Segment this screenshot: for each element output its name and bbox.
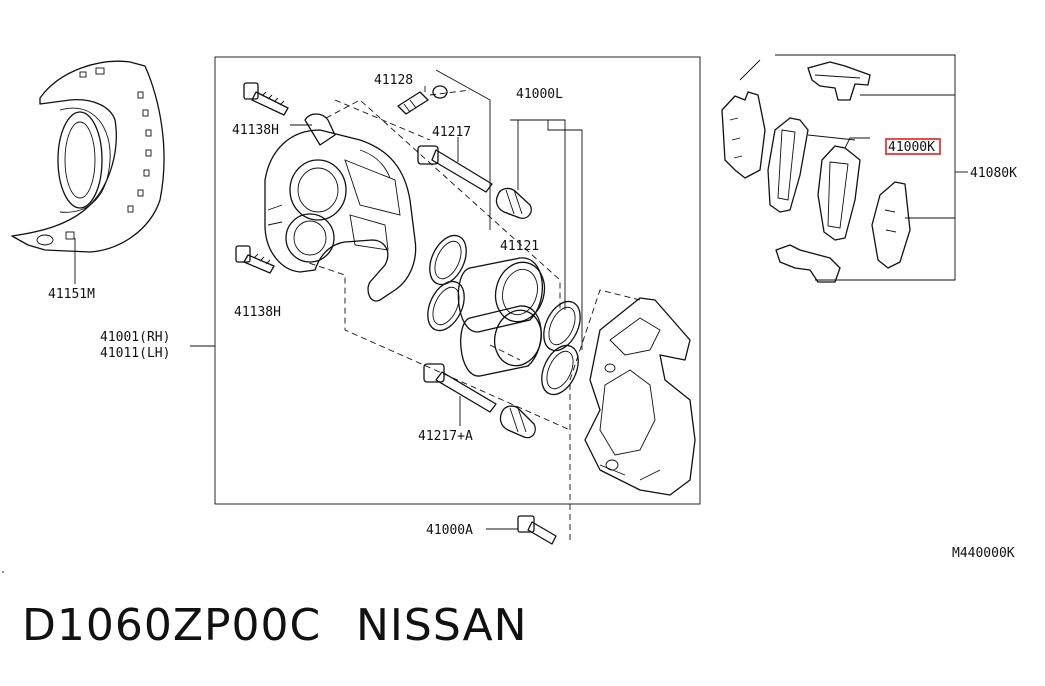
callout-41011-lh: 41011(LH)	[100, 346, 170, 361]
caliper-body-drawing	[264, 113, 417, 302]
exploded-guide-lines	[299, 89, 641, 540]
diagram-reference-code: M440000K	[952, 546, 1015, 561]
guide-pin-41217a-drawing	[423, 363, 536, 439]
dust-shield-drawing	[11, 60, 165, 253]
callout-41080k: 41080K	[970, 166, 1017, 181]
scan-dot	[2, 571, 4, 573]
bolt-41138h-bottom-drawing	[235, 245, 275, 274]
callout-41128: 41128	[374, 73, 413, 88]
piston-seal-drawing	[427, 234, 581, 396]
torque-member-drawing	[584, 297, 696, 496]
callout-highlight-box	[885, 138, 941, 155]
bleeder-screw-41128-drawing	[397, 85, 448, 115]
bolt-41138h-top-drawing	[243, 82, 289, 116]
caliper-assembly-frame	[214, 56, 701, 505]
callout-41000a: 41000A	[426, 523, 473, 538]
callout-41121: 41121	[500, 239, 539, 254]
callout-41138h-top: 41138H	[232, 123, 279, 138]
callout-41000l: 41000L	[516, 87, 563, 102]
callout-41217: 41217	[432, 125, 471, 140]
pad-kit-drawing	[721, 61, 911, 283]
callout-41001-rh: 41001(RH)	[100, 330, 170, 345]
bolt-41000a-drawing	[517, 515, 557, 545]
brand-title: NISSAN	[356, 600, 528, 651]
part-number-title: D1060ZP00C	[22, 600, 322, 651]
boot-drawing	[495, 187, 532, 219]
callout-41138h-bottom: 41138H	[234, 305, 281, 320]
piston-41121-drawing	[457, 257, 546, 377]
guide-pin-41217-drawing	[417, 145, 493, 193]
callout-41151m: 41151M	[48, 287, 95, 302]
callout-41217a: 41217+A	[418, 429, 473, 444]
callout-41000k: 41000K	[888, 140, 935, 155]
